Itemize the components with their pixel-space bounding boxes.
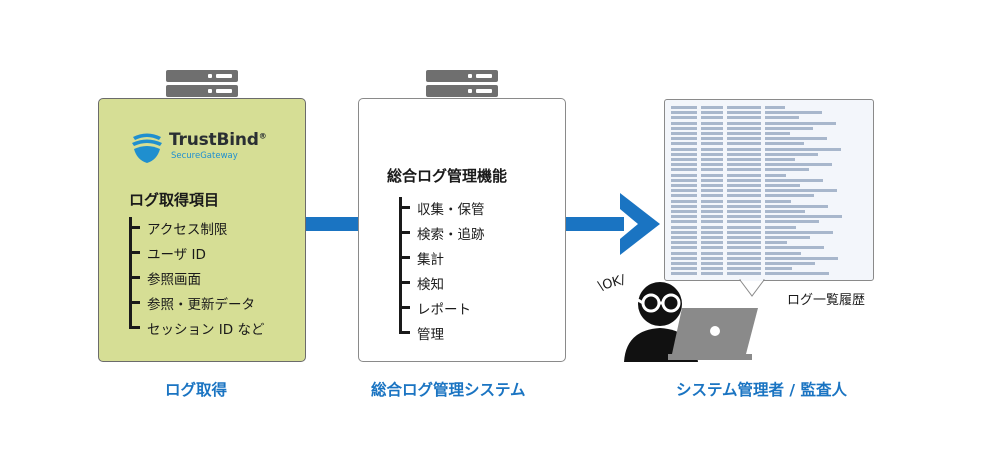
log-pointer-icon — [739, 279, 765, 297]
admin-auditor-caption: システム管理者 / 監査人 — [676, 381, 847, 399]
trustbind-logo-icon — [132, 133, 162, 163]
brand-subtitle: SecureGateway — [171, 151, 238, 161]
administrator-icon — [624, 282, 758, 362]
log-management-title: 総合ログ管理機能 — [387, 167, 508, 185]
log-acquisition-caption: ログ取得 — [165, 381, 228, 399]
log-history-label: ログ一覧履歴 — [787, 293, 866, 308]
trustbind-logo: TrustBind® SecureGateway — [129, 129, 279, 169]
log-acquisition-panel: TrustBind® SecureGateway ログ取得項目 アクセス制限 ユ… — [98, 98, 306, 362]
tree-line — [399, 197, 402, 333]
log-document — [664, 99, 874, 281]
tree-line — [129, 217, 132, 327]
arrow-shaft — [566, 217, 624, 231]
log-management-caption: 総合ログ管理システム — [371, 381, 526, 399]
connector-bar — [306, 217, 358, 231]
arrow-right-icon — [620, 193, 660, 255]
brand-name: TrustBind® — [169, 130, 267, 150]
log-management-panel: 総合ログ管理機能 収集・保管 検索・追跡 集計 検知 レポート 管理 — [358, 98, 566, 362]
log-items-title: ログ取得項目 — [129, 191, 220, 209]
